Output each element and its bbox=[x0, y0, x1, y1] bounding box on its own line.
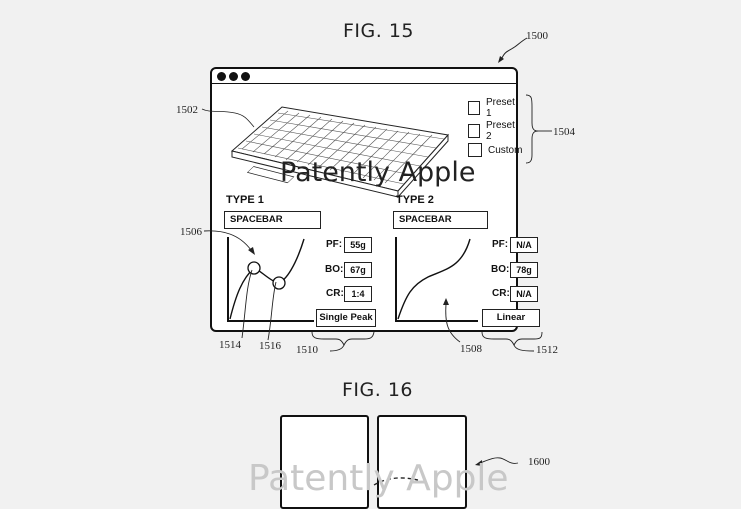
type2-bo-value[interactable]: 78g bbox=[510, 262, 538, 278]
leader-arrow-1508 bbox=[443, 298, 461, 343]
window-titlebar bbox=[212, 69, 516, 84]
custom-checkbox[interactable] bbox=[468, 143, 482, 157]
type2-heading: TYPE 2 bbox=[396, 194, 434, 206]
type1-bo-label: BO: bbox=[325, 264, 344, 275]
ref-1502: 1502 bbox=[176, 104, 198, 116]
preset-2-option[interactable]: Preset 2 bbox=[468, 120, 517, 142]
custom-option[interactable]: Custom bbox=[468, 143, 522, 157]
preset-1-label: Preset 1 bbox=[485, 97, 515, 119]
type2-mode-button[interactable]: Linear bbox=[482, 309, 540, 327]
ref-1512: 1512 bbox=[536, 344, 558, 356]
type2-cr-value[interactable]: N/A bbox=[510, 286, 538, 302]
watermark-bottom: Patently Apple bbox=[248, 458, 509, 499]
leaders-1514-1516 bbox=[241, 269, 277, 341]
fig15-title: FIG. 15 bbox=[343, 20, 415, 42]
type2-bo-label: BO: bbox=[491, 264, 510, 275]
fig16-dashed-path bbox=[373, 477, 419, 486]
type2-cr-label: CR: bbox=[492, 288, 510, 299]
app-window: Preset 1 Preset 2 Custom TYPE 1 SPACEBAR… bbox=[210, 67, 540, 332]
custom-label: Custom bbox=[488, 144, 523, 156]
preset-2-checkbox[interactable] bbox=[468, 124, 480, 138]
type1-heading: TYPE 1 bbox=[226, 194, 264, 206]
type1-cr-value[interactable]: 1:4 bbox=[344, 286, 372, 302]
type2-pf-label: PF: bbox=[492, 239, 509, 250]
leader-arrow-1500 bbox=[498, 37, 528, 63]
ref-1508: 1508 bbox=[460, 343, 482, 355]
ref-1500: 1500 bbox=[526, 30, 548, 42]
brace-1510 bbox=[311, 331, 375, 352]
window-maximize-dot[interactable] bbox=[241, 72, 250, 81]
brace-1512 bbox=[481, 331, 543, 352]
ref-1516: 1516 bbox=[259, 340, 281, 352]
type1-key-field[interactable]: SPACEBAR bbox=[224, 211, 321, 229]
type1-mode-button[interactable]: Single Peak bbox=[316, 309, 376, 327]
ref-1506: 1506 bbox=[180, 226, 202, 238]
leader-arrow-1600 bbox=[475, 457, 519, 466]
fig16-title: FIG. 16 bbox=[342, 379, 414, 401]
preset-1-checkbox[interactable] bbox=[468, 101, 480, 115]
type1-pf-label: PF: bbox=[326, 239, 343, 250]
ref-1504: 1504 bbox=[553, 126, 575, 138]
watermark-top: Patently Apple bbox=[280, 157, 476, 188]
type1-cr-label: CR: bbox=[326, 288, 344, 299]
ref-1510: 1510 bbox=[296, 344, 318, 356]
ref-1600: 1600 bbox=[528, 456, 550, 468]
peak-marker bbox=[247, 261, 261, 275]
brace-1504 bbox=[525, 94, 552, 164]
preset-1-option[interactable]: Preset 1 bbox=[468, 97, 517, 119]
window-close-dot[interactable] bbox=[217, 72, 226, 81]
type1-bo-value[interactable]: 67g bbox=[344, 262, 372, 278]
type2-key-field[interactable]: SPACEBAR bbox=[393, 211, 488, 229]
keyboard-illustration bbox=[230, 106, 449, 199]
leader-1502 bbox=[201, 108, 255, 128]
window-minimize-dot[interactable] bbox=[229, 72, 238, 81]
trough-marker bbox=[272, 276, 286, 290]
type2-pf-value[interactable]: N/A bbox=[510, 237, 538, 253]
type1-pf-value[interactable]: 55g bbox=[344, 237, 372, 253]
type1-force-curve bbox=[227, 237, 314, 322]
type2-force-curve bbox=[395, 237, 478, 322]
ref-1514: 1514 bbox=[219, 339, 241, 351]
leader-arrow-1506 bbox=[203, 230, 255, 255]
preset-2-label: Preset 2 bbox=[485, 120, 515, 142]
